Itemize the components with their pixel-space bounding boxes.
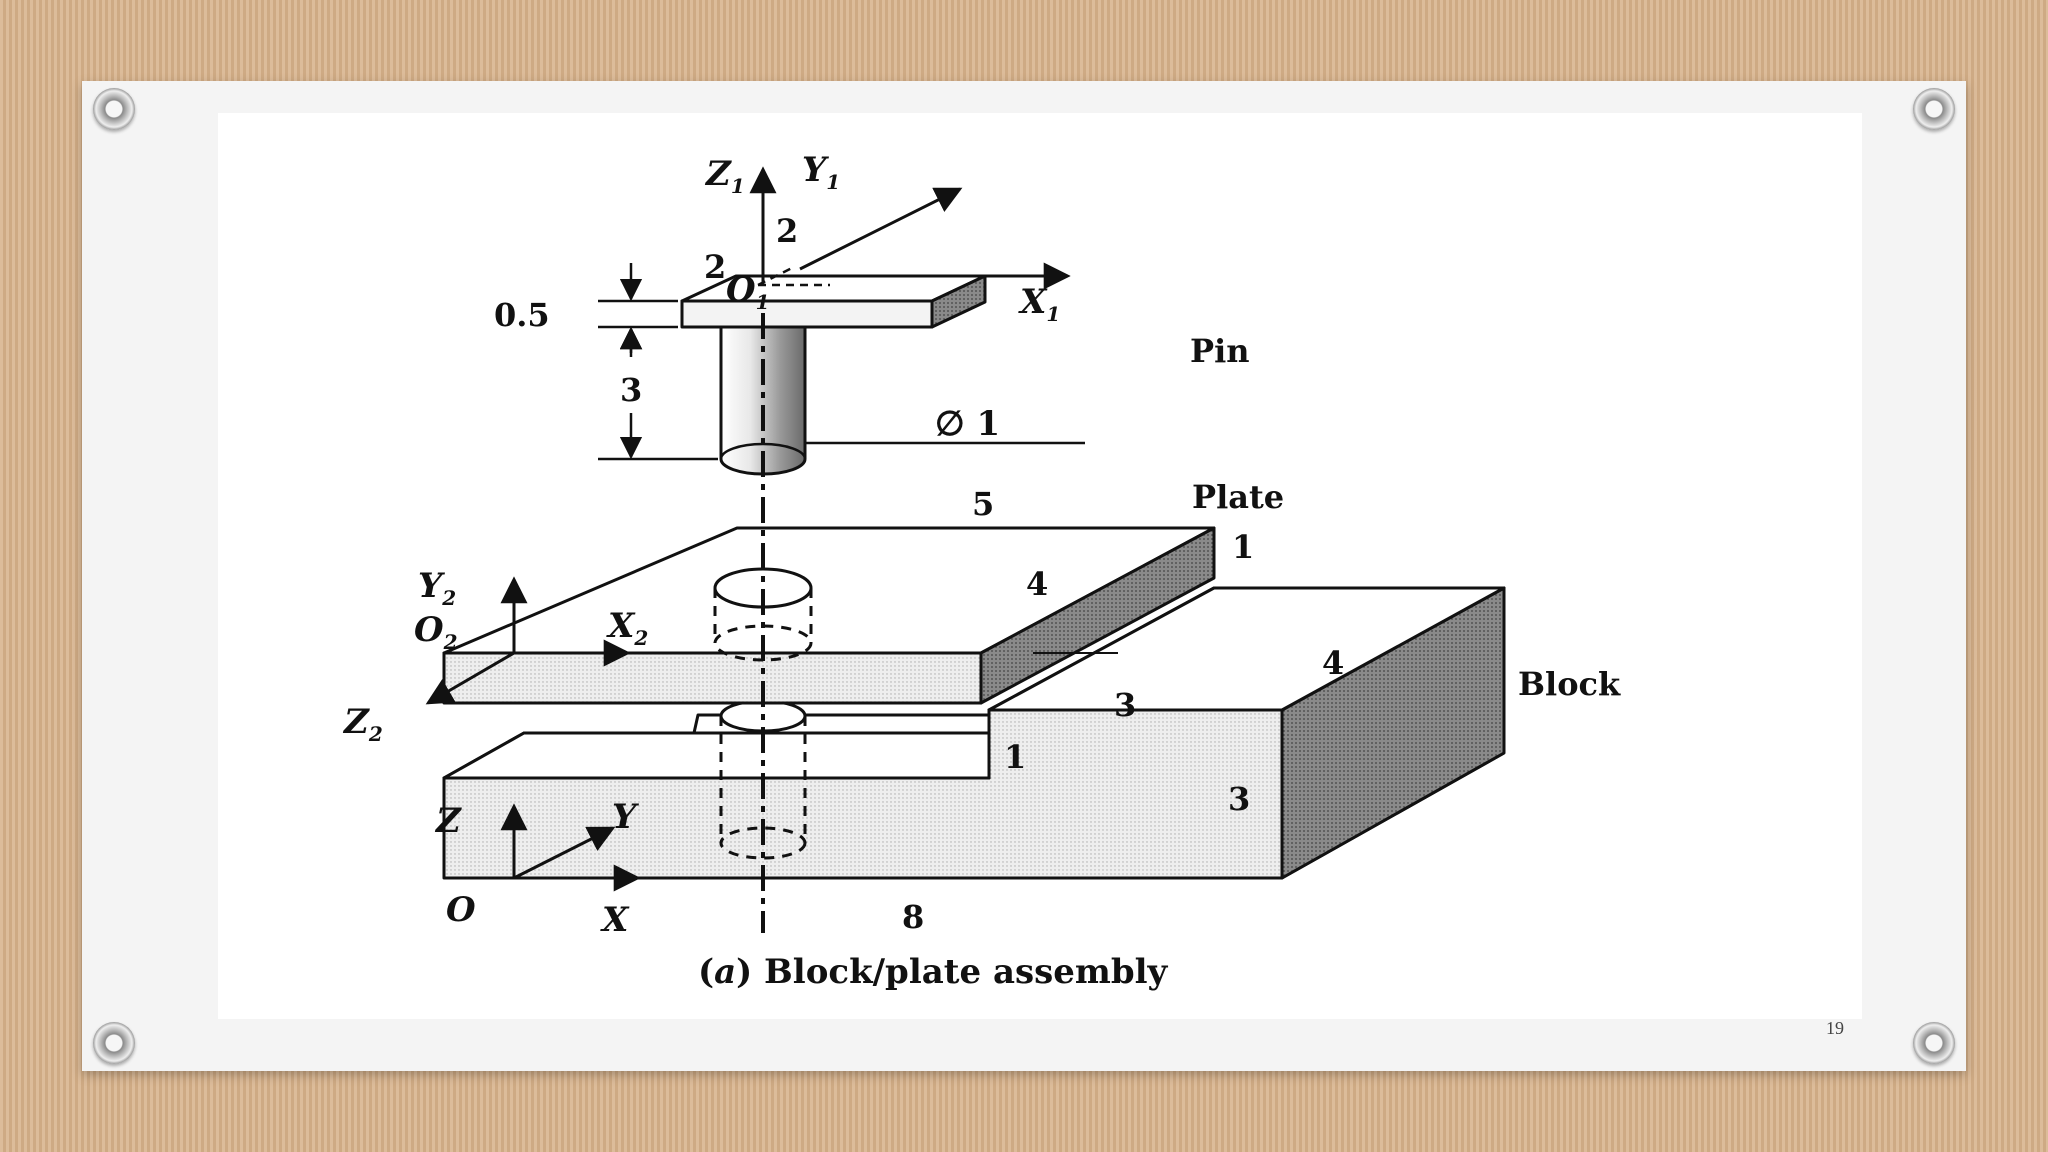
figure-caption: (a) Block/plate assembly (698, 952, 1169, 992)
pin-head-thickness-label: 0.5 (494, 296, 550, 334)
pin-head-front (680, 299, 934, 329)
plate-length-label: 5 (972, 485, 994, 523)
block-width-label: 4 (1322, 644, 1344, 682)
block-label: Block (1518, 665, 1621, 703)
pin-shaft (719, 325, 807, 476)
plate-width-label: 4 (1026, 565, 1048, 603)
block-step-top (442, 731, 991, 780)
axes (425, 166, 1071, 892)
pin-z-axis-label: Z1 (704, 154, 745, 198)
grommet-bottom-left (93, 1022, 135, 1064)
block-y-axis-label: Y (612, 797, 639, 837)
plate-x-axis-label: X2 (606, 606, 648, 650)
pin-head-width-label: 2 (776, 212, 798, 250)
block-step-height-label: 1 (1004, 738, 1026, 776)
pin-y-axis-label: Y1 (802, 150, 840, 194)
pin (680, 274, 987, 476)
figure-area: Z1 Y1 X1 O1 2 2 0.5 3 ∅ 1 Pin Plate 5 1 … (218, 113, 1862, 1019)
pin-diameter-label: ∅ 1 (935, 404, 1000, 444)
pin-length-label: 3 (620, 371, 642, 409)
plate-front-face (442, 651, 983, 705)
plate-z-axis-label: Z2 (342, 702, 383, 746)
plate-side-face (979, 526, 1216, 705)
block-z-axis-label: Z (434, 801, 462, 841)
block-length-label: 8 (902, 898, 924, 936)
slide-card: Z1 Y1 X1 O1 2 2 0.5 3 ∅ 1 Pin Plate 5 1 … (82, 81, 1966, 1071)
pin-label: Pin (1190, 332, 1249, 370)
dimension-lines (598, 263, 1085, 461)
block (442, 586, 1506, 880)
pin-x-axis-label: X1 (1018, 282, 1060, 326)
plate-y-axis-label: Y2 (418, 566, 456, 610)
plate-origin-label: O2 (414, 610, 458, 654)
plate-label: Plate (1192, 478, 1284, 516)
pin-head-side (930, 274, 987, 329)
block-plate-assembly-diagram: Z1 Y1 X1 O1 2 2 0.5 3 ∅ 1 Pin Plate 5 1 … (342, 150, 1621, 992)
block-top-rear (987, 586, 1506, 712)
plate-thickness-label: 1 (1232, 528, 1254, 566)
pin-origin-label: O1 (726, 270, 770, 314)
grommet-top-right (1913, 88, 1955, 130)
grommet-top-left (93, 88, 135, 130)
pin-head-depth-label: 2 (704, 248, 726, 286)
block-x-axis-label: X (600, 900, 630, 940)
block-step-depth-label: 3 (1114, 686, 1136, 724)
grommet-bottom-right (1913, 1022, 1955, 1064)
page-number: 19 (1826, 1018, 1844, 1038)
block-height-label: 3 (1228, 780, 1250, 818)
plate (442, 526, 1216, 705)
block-origin-label: O (446, 890, 476, 930)
